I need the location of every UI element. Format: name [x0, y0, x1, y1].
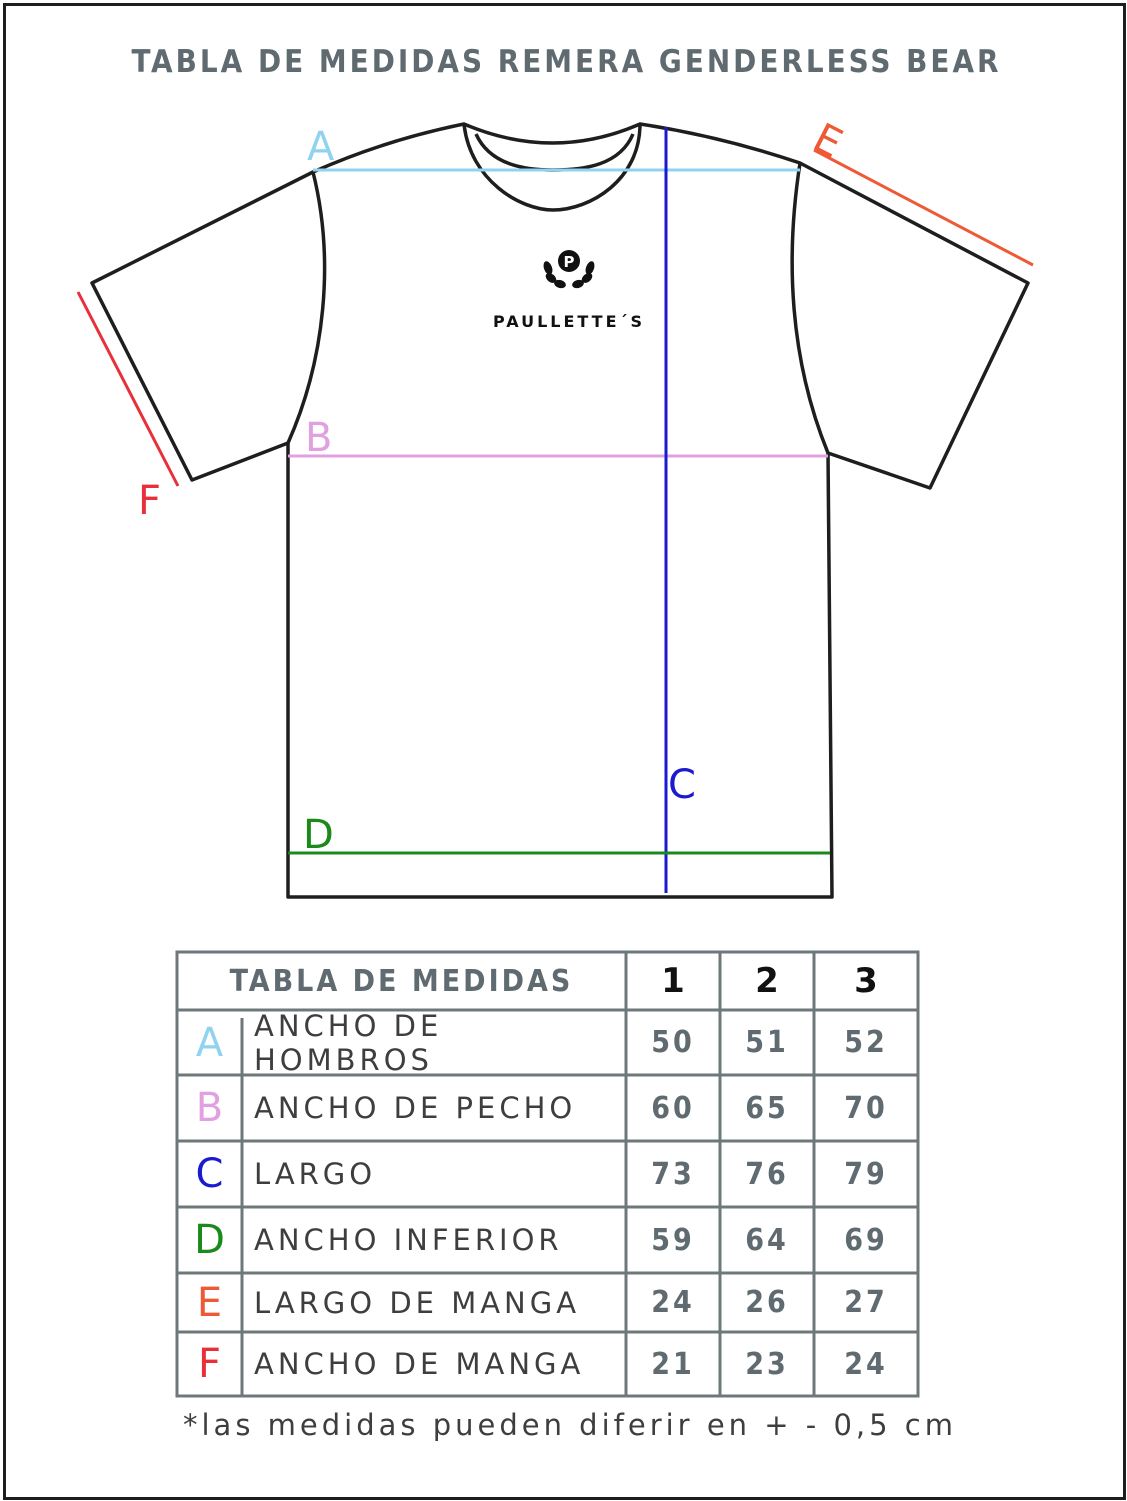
row-e-size-1: 24 — [651, 1285, 695, 1320]
tshirt-diagram: A B C D E F P PAULLETTE´S — [76, 115, 1034, 899]
table-header-title: TABLA DE MEDIDAS — [229, 963, 574, 999]
label-a: A — [307, 124, 335, 170]
brand-name: PAULLETTE´S — [493, 312, 645, 331]
page-title: TABLA DE MEDIDAS REMERA GENDERLESS BEAR — [131, 44, 1002, 80]
row-label-e: LARGO DE MANGA — [254, 1285, 581, 1320]
logo-letter: P — [564, 253, 575, 271]
label-f: F — [138, 478, 161, 524]
tolerance-note: *las medidas pueden diferir en + - 0,5 c… — [182, 1408, 957, 1442]
row-e-size-2: 26 — [745, 1285, 789, 1320]
row-d-size-3: 69 — [844, 1222, 888, 1258]
logo-badge — [558, 250, 580, 272]
row-a-size-1: 50 — [651, 1025, 695, 1060]
row-b-size-2: 65 — [745, 1090, 789, 1126]
row-letter-d: D — [194, 1217, 225, 1263]
measure-line-e — [813, 148, 1034, 267]
label-c: C — [668, 762, 696, 808]
row-label-b: ANCHO DE PECHO — [254, 1091, 577, 1125]
row-label-f: ANCHO DE MANGA — [254, 1347, 585, 1381]
row-f-size-2: 23 — [745, 1346, 789, 1382]
size-header-1: 1 — [661, 961, 685, 1001]
size-header-3: 3 — [854, 961, 878, 1001]
row-f-size-3: 24 — [844, 1346, 888, 1382]
row-d-size-2: 64 — [745, 1222, 789, 1258]
row-c-size-1: 73 — [651, 1156, 695, 1192]
row-label-d: ANCHO INFERIOR — [254, 1223, 563, 1257]
row-letter-f: F — [197, 1341, 221, 1387]
row-e-size-3: 27 — [844, 1285, 888, 1320]
row-f-size-1: 21 — [651, 1346, 695, 1382]
row-letter-b: B — [195, 1085, 224, 1131]
row-letter-a: A — [195, 1019, 224, 1066]
row-letter-e: E — [196, 1279, 223, 1326]
page-frame — [3, 3, 1126, 1500]
row-label-c: LARGO — [254, 1157, 377, 1191]
laurel-icon — [543, 261, 595, 289]
label-d: D — [303, 812, 334, 858]
row-letter-c: C — [195, 1151, 224, 1197]
row-b-size-3: 70 — [844, 1090, 888, 1126]
label-b: B — [305, 415, 332, 461]
size-header-2: 2 — [755, 961, 779, 1001]
row-b-size-1: 60 — [651, 1090, 695, 1126]
measure-line-f — [76, 291, 180, 487]
row-d-size-1: 59 — [651, 1222, 695, 1258]
label-e: E — [806, 115, 849, 167]
row-label-a: ANCHO DE HOMBROS — [254, 1008, 443, 1077]
row-a-size-3: 52 — [844, 1025, 888, 1060]
brand-logo: P PAULLETTE´S — [493, 250, 645, 331]
row-a-size-2: 51 — [745, 1025, 789, 1060]
row-c-size-2: 76 — [745, 1156, 789, 1192]
table-grid — [175, 950, 920, 1398]
row-c-size-3: 79 — [844, 1156, 888, 1192]
tshirt-outline — [90, 122, 1030, 899]
size-table: TABLA DE MEDIDAS 1 2 3 A ANCHO DE HOMBRO… — [175, 950, 920, 1398]
